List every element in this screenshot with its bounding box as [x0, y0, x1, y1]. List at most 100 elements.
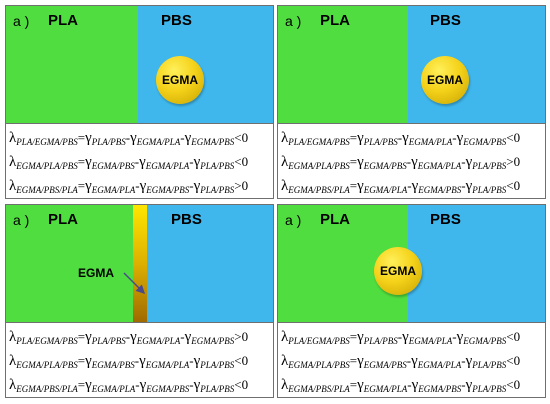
equals-sign: =: [349, 154, 358, 169]
equation-line: λEGMA/PBS/PLA=γEGMA/PLA-γEGMA/PBS-γPLA/P…: [6, 373, 273, 397]
gamma-subscript: EGMA/PLA: [417, 360, 462, 370]
minus-sign: -: [125, 130, 131, 145]
pbs-region: [138, 6, 273, 123]
gamma-subscript: EGMA/PLA: [145, 161, 190, 171]
gamma-symbol: γ: [193, 377, 201, 393]
gamma-subscript: PLA/PBS: [472, 384, 507, 394]
gamma-subscript: EGMA/PBS: [363, 360, 407, 370]
panel-label: a ): [13, 212, 30, 228]
gamma-symbol: γ: [411, 154, 418, 170]
gamma-symbol: γ: [130, 329, 137, 345]
gamma-symbol: γ: [85, 377, 92, 393]
gamma-symbol: γ: [184, 329, 192, 345]
gamma-symbol: γ: [411, 178, 419, 194]
minus-sign: -: [189, 178, 194, 193]
minus-sign: -: [397, 329, 403, 344]
pla-label: PLA: [48, 12, 78, 29]
inequality-result: >0: [234, 178, 249, 193]
equals-sign: =: [77, 178, 86, 193]
gamma-symbol: γ: [357, 329, 364, 345]
lambda-symbol: λ: [9, 353, 17, 369]
minus-sign: -: [452, 130, 457, 145]
gamma-subscript: PLA/PBS: [200, 161, 235, 171]
lambda-symbol: λ: [281, 130, 289, 146]
panel-top-left: a ) PLA PBS EGMA λPLA/EGMA/PBS=γPLA/PBS-…: [5, 5, 274, 199]
gamma-subscript: PLA/PBS: [91, 137, 126, 147]
equation-line: λPLA/EGMA/PBS=γPLA/PBS-γEGMA/PLA-γEGMA/P…: [6, 126, 273, 150]
lambda-symbol: λ: [9, 178, 17, 194]
inequality-result: <0: [506, 329, 521, 344]
gamma-subscript: EGMA/PBS: [146, 185, 190, 195]
lambda-subscript: EGMA/PLA/PBS: [288, 161, 350, 171]
egma-sphere: EGMA: [421, 56, 469, 104]
lambda-subscript: PLA/EGMA/PBS: [16, 336, 78, 346]
equation-line: λPLA/EGMA/PBS=γPLA/PBS-γEGMA/PLA-γEGMA/P…: [278, 325, 545, 349]
minus-sign: -: [135, 178, 140, 193]
inequality-result: <0: [506, 130, 521, 145]
inequality-result: <0: [506, 377, 521, 392]
gamma-subscript: EGMA/PBS: [191, 336, 235, 346]
inequality-result: >0: [234, 329, 249, 344]
egma-label: EGMA: [427, 73, 463, 87]
equation-line: λEGMA/PLA/PBS=γEGMA/PBS-γEGMA/PLA-γPLA/P…: [6, 349, 273, 373]
pbs-label: PBS: [161, 12, 192, 29]
equation-block: λPLA/EGMA/PBS=γPLA/PBS-γEGMA/PLA-γEGMA/P…: [278, 322, 545, 397]
minus-sign: -: [461, 353, 466, 368]
lambda-subscript: EGMA/PBS/PLA: [16, 384, 78, 394]
gamma-symbol: γ: [85, 154, 92, 170]
gamma-subscript: EGMA/PLA: [91, 384, 136, 394]
pbs-label: PBS: [171, 211, 202, 228]
minus-sign: -: [406, 353, 412, 368]
phase-scene: a ) PLA PBS EGMA: [278, 205, 545, 322]
equals-sign: =: [77, 377, 86, 392]
equals-sign: =: [349, 130, 358, 145]
egma-sphere: EGMA: [374, 247, 422, 295]
equals-sign: =: [349, 178, 358, 193]
minus-sign: -: [189, 353, 194, 368]
minus-sign: -: [180, 329, 185, 344]
minus-sign: -: [461, 154, 466, 169]
gamma-subscript: PLA/PBS: [472, 360, 507, 370]
inequality-result: <0: [506, 178, 521, 193]
pbs-region: [133, 205, 273, 322]
inequality-result: <0: [506, 353, 521, 368]
minus-sign: -: [189, 377, 194, 392]
gamma-symbol: γ: [139, 154, 146, 170]
gamma-symbol: γ: [193, 154, 201, 170]
pla-label: PLA: [48, 211, 78, 228]
lambda-subscript: PLA/EGMA/PBS: [288, 137, 350, 147]
equals-sign: =: [349, 353, 358, 368]
inequality-result: <0: [234, 377, 249, 392]
gamma-subscript: PLA/PBS: [472, 161, 507, 171]
equation-line: λPLA/EGMA/PBS=γPLA/PBS-γEGMA/PLA-γEGMA/P…: [6, 325, 273, 349]
gamma-symbol: γ: [85, 178, 92, 194]
gamma-symbol: γ: [465, 353, 473, 369]
pbs-region: [408, 205, 545, 322]
lambda-symbol: λ: [281, 329, 289, 345]
equation-block: λPLA/EGMA/PBS=γPLA/PBS-γEGMA/PLA-γEGMA/P…: [6, 322, 273, 397]
gamma-subscript: EGMA/PBS: [146, 384, 190, 394]
gamma-subscript: EGMA/PBS: [91, 360, 135, 370]
lambda-symbol: λ: [9, 329, 17, 345]
panel-label: a ): [285, 212, 302, 228]
gamma-symbol: γ: [85, 329, 92, 345]
gamma-symbol: γ: [357, 130, 364, 146]
pbs-label: PBS: [430, 211, 461, 228]
gamma-subscript: EGMA/PLA: [363, 384, 408, 394]
lambda-subscript: EGMA/PBS/PLA: [288, 185, 350, 195]
gamma-subscript: EGMA/PBS: [191, 137, 235, 147]
gamma-symbol: γ: [139, 377, 147, 393]
gamma-subscript: EGMA/PLA: [408, 336, 453, 346]
gamma-subscript: EGMA/PLA: [408, 137, 453, 147]
gamma-subscript: EGMA/PBS: [418, 185, 462, 195]
gamma-subscript: PLA/PBS: [363, 137, 398, 147]
gamma-symbol: γ: [411, 377, 419, 393]
lambda-subscript: EGMA/PBS/PLA: [16, 185, 78, 195]
gamma-subscript: PLA/PBS: [200, 185, 235, 195]
panel-top-right: a ) PLA PBS EGMA λPLA/EGMA/PBS=γPLA/PBS-…: [277, 5, 546, 199]
minus-sign: -: [461, 178, 466, 193]
equation-line: λEGMA/PLA/PBS=γEGMA/PBS-γEGMA/PLA-γPLA/P…: [278, 150, 545, 174]
gamma-symbol: γ: [402, 130, 409, 146]
minus-sign: -: [134, 353, 140, 368]
pla-region: [6, 205, 133, 322]
